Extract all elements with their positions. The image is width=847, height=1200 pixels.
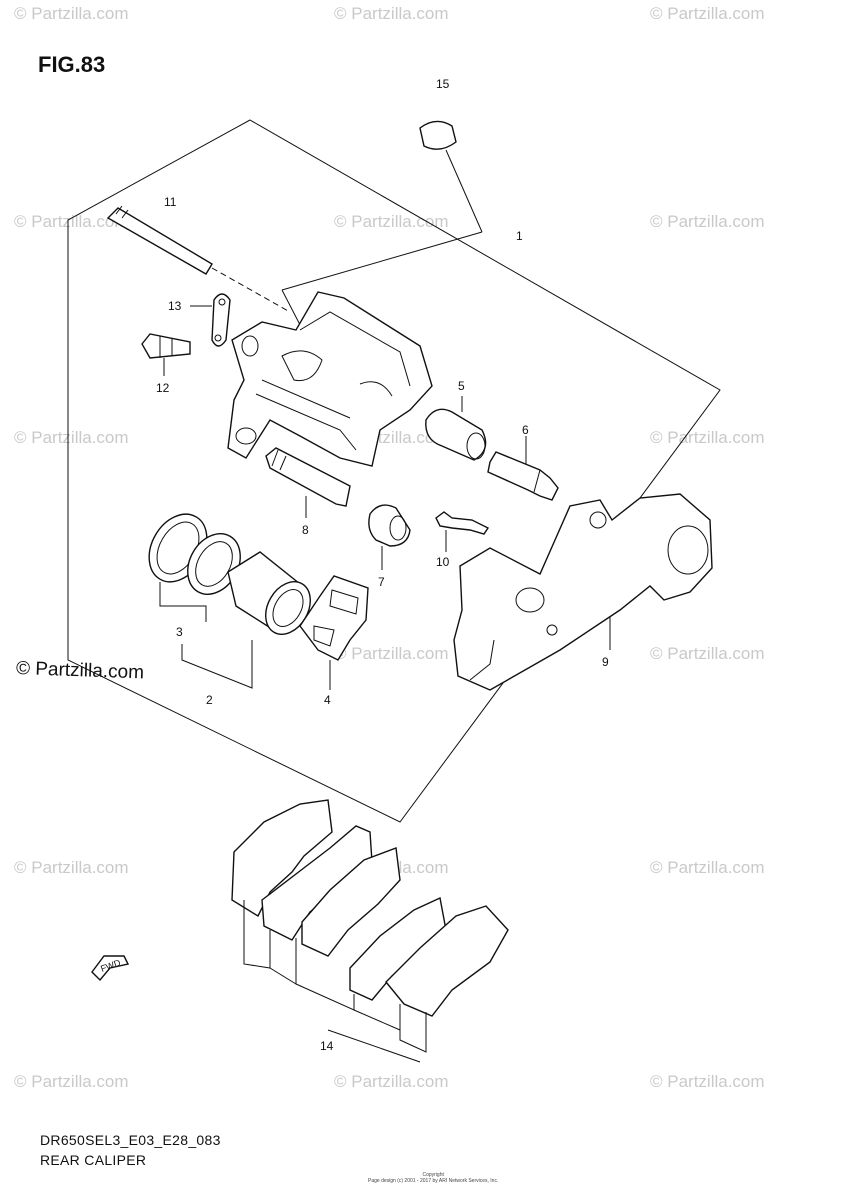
callout-11: 11 xyxy=(164,195,177,209)
watermark: © Partzilla.com xyxy=(650,428,765,447)
figure-title: FIG.83 xyxy=(38,52,106,77)
copyright-notice: Copyright Page design (c) 2001 - 2017 by… xyxy=(368,1172,498,1184)
fwd-arrow-icon: FWD xyxy=(91,955,130,982)
part-5-boot[interactable] xyxy=(425,396,487,461)
part-8-pin[interactable] xyxy=(265,447,351,518)
callout-7: 7 xyxy=(378,575,385,589)
watermark: © Partzilla.com xyxy=(14,1072,129,1091)
watermark: © Partzilla.com xyxy=(650,4,765,23)
part-13-clip[interactable] xyxy=(190,293,231,347)
callout-12: 12 xyxy=(156,381,170,395)
callout-3: 3 xyxy=(176,625,183,639)
part-2-piston[interactable] xyxy=(181,551,319,689)
part-12-bleeder-screw[interactable] xyxy=(141,333,191,376)
part-3-seals[interactable] xyxy=(137,504,250,622)
watermark: © Partzilla.com xyxy=(334,1072,449,1091)
callout-4: 4 xyxy=(324,693,331,707)
watermark: © Partzilla.com xyxy=(650,858,765,877)
callout-8: 8 xyxy=(302,523,309,537)
callout-6: 6 xyxy=(522,423,529,437)
watermark: © Partzilla.com xyxy=(334,4,449,23)
part-4-shim[interactable] xyxy=(299,575,369,690)
callout-5: 5 xyxy=(458,379,465,393)
callout-14: 14 xyxy=(320,1039,334,1053)
callout-10: 10 xyxy=(436,555,450,569)
diagram-name: REAR CALIPER xyxy=(40,1152,147,1168)
watermark: © Partzilla.com xyxy=(14,858,129,877)
watermark: © Partzilla.com xyxy=(650,212,765,231)
copyright-line-1: Copyright xyxy=(422,1172,444,1178)
part-14-brake-pads[interactable] xyxy=(231,799,509,1063)
callout-13: 13 xyxy=(168,299,182,313)
watermark: © Partzilla.com xyxy=(14,4,129,23)
part-6-bolt[interactable] xyxy=(487,436,559,501)
watermark: © Partzilla.com xyxy=(14,212,129,231)
callout-1: 1 xyxy=(516,229,523,243)
part-10-spring[interactable] xyxy=(435,511,490,552)
part-7-boot[interactable] xyxy=(368,504,411,570)
part-15-bleeder-cap[interactable] xyxy=(281,120,483,349)
watermark: © Partzilla.com xyxy=(334,212,449,231)
copyright-line-2: Page design (c) 2001 - 2017 by ARI Netwo… xyxy=(368,1178,499,1184)
diagram-code: DR650SEL3_E03_E28_083 xyxy=(40,1132,221,1148)
assembly-outline xyxy=(67,119,721,823)
watermark: © Partzilla.com xyxy=(650,644,765,663)
caliper-body[interactable] xyxy=(227,291,433,467)
watermark: © Partzilla.com xyxy=(334,644,449,663)
watermark: © Partzilla.com xyxy=(14,428,129,447)
part-9-bracket[interactable] xyxy=(453,493,713,691)
callout-2: 2 xyxy=(206,693,213,707)
callout-15: 15 xyxy=(436,77,450,91)
part-11-pin[interactable] xyxy=(106,205,291,313)
callout-9: 9 xyxy=(602,655,609,669)
watermark: © Partzilla.com xyxy=(650,1072,765,1091)
